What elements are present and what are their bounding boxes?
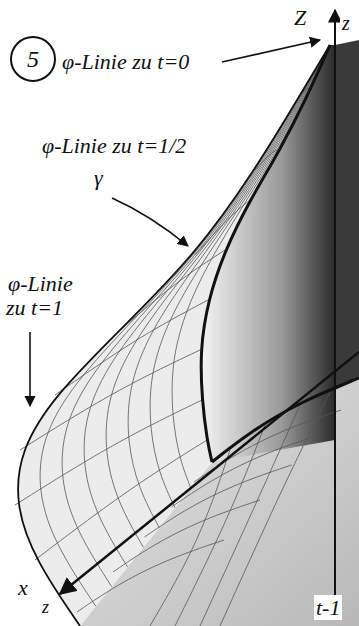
- axis-label-box: z: [40, 598, 51, 618]
- callout-number: 5: [27, 46, 39, 72]
- z-axis: [334, 10, 336, 600]
- axis-label: z: [40, 597, 51, 617]
- curve-label: φ-Linie zu t=1: [6, 271, 73, 320]
- mesh-line: [77, 540, 224, 612]
- x-axis: [60, 352, 359, 594]
- callout-circle: 5: [10, 36, 56, 82]
- curve-label-box: φ-Linie zu t=0: [60, 50, 191, 74]
- mesh-line: [150, 45, 330, 508]
- outer-sheet: [18, 45, 330, 626]
- mesh-line: [145, 465, 292, 537]
- leader-arrow: [222, 40, 320, 62]
- axis-label: x: [16, 575, 30, 600]
- leader-arrow: [112, 198, 188, 246]
- mesh-line: [62, 45, 330, 587]
- lower-boundary: [212, 378, 359, 462]
- axis-label-box: x: [16, 576, 30, 600]
- curve-label: φ-Linie zu t=1/2: [40, 133, 188, 158]
- mesh-line: [128, 45, 330, 528]
- mesh-line: [55, 300, 208, 395]
- mesh-line: [195, 200, 250, 255]
- shaded-back: [335, 40, 359, 390]
- axis-label-box: z: [340, 12, 352, 34]
- axis-label: z: [340, 12, 352, 34]
- outer-edge: [18, 45, 330, 626]
- mesh-line: [220, 392, 330, 626]
- mesh-line: [120, 250, 225, 330]
- axis-label: Z: [292, 5, 308, 30]
- mesh-line: [20, 350, 200, 450]
- mesh-line: [40, 45, 330, 606]
- axis-label-box: Z: [292, 6, 308, 30]
- mesh-line: [84, 45, 330, 567]
- curve-label-box: φ-Linie zu t=1/2: [40, 134, 188, 158]
- axis-label: t-1: [314, 595, 342, 620]
- curve-name: γ: [92, 165, 105, 190]
- mesh-line: [200, 405, 300, 626]
- leader-arrow: [29, 332, 31, 406]
- curve-label: φ-Linie zu t=0: [60, 49, 191, 74]
- curve-label-box: φ-Linie zu t=1: [6, 272, 90, 320]
- curve-name-box: γ: [92, 166, 105, 190]
- axis-label-box: t-1: [314, 596, 342, 620]
- mesh-line: [106, 45, 330, 547]
